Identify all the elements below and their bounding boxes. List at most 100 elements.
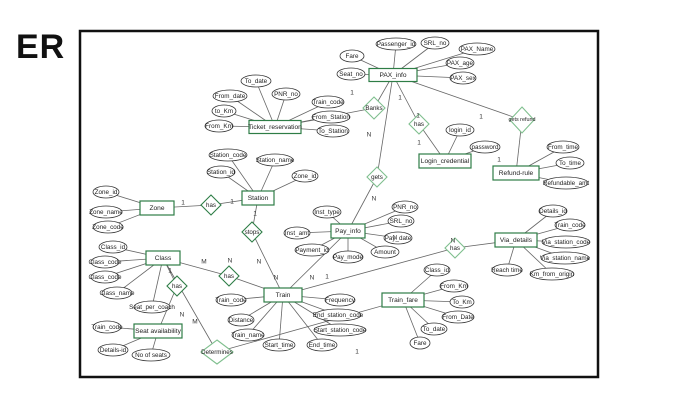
attribute: Class_code [89, 255, 122, 269]
attribute: Fare [409, 336, 431, 350]
attribute: Start_station_code [313, 323, 367, 337]
attribute-label: Pay_date [385, 235, 412, 242]
entity: Login_credential [418, 153, 472, 169]
relationship-diamond [166, 275, 188, 297]
cardinality-label: 1 [479, 114, 483, 121]
attribute: Class_id [423, 263, 451, 277]
attribute-ellipse [313, 323, 367, 337]
attribute-label: PAX_Name [461, 46, 494, 53]
attribute-label: Pay_mode [333, 254, 364, 261]
attribute: Fare [339, 49, 365, 63]
attribute-label: Refundable_amt [543, 180, 589, 187]
cardinality-label: N [451, 238, 456, 245]
attribute-label: Train_code [91, 324, 123, 331]
cardinality-label: N [180, 312, 185, 319]
attribute-ellipse [131, 348, 171, 362]
entity: PAX_info [368, 67, 418, 83]
entity-label: PAX_info [379, 72, 406, 79]
entity-label: Class [155, 255, 172, 262]
attribute-label: Class_code [89, 274, 122, 281]
attribute: SRL_no [387, 214, 415, 228]
attribute: password [469, 140, 501, 154]
attribute-ellipse [133, 300, 171, 314]
attribute-label: Fare [414, 340, 427, 347]
attribute-ellipse [445, 56, 475, 70]
attribute-ellipse [90, 255, 120, 269]
attribute-ellipse [204, 119, 234, 133]
attribute: Details-id [97, 343, 129, 357]
entity-box [381, 292, 425, 308]
attribute-ellipse [420, 36, 450, 50]
attribute-label: Station_name [256, 157, 295, 164]
relationship: Determines [200, 339, 234, 365]
attribute-label: To_date [423, 326, 446, 333]
attribute-ellipse [316, 124, 350, 138]
attribute-ellipse [92, 320, 122, 334]
attribute-label: Km_from_origin [530, 271, 575, 278]
relationship-label: has [414, 121, 424, 128]
attribute-label: No of seats [135, 352, 167, 359]
relationship: has [218, 265, 240, 287]
attribute: Inst_type [312, 205, 342, 219]
attribute-ellipse [240, 74, 272, 88]
attribute: Payment_id [294, 243, 330, 257]
cardinality-label: N [274, 275, 279, 282]
relationship: gets refund [509, 106, 535, 134]
attribute-label: PAX_age [447, 60, 474, 67]
attribute: Class_id [98, 240, 128, 254]
attribute-label: Details_id [539, 208, 567, 215]
entity-label: Refund-rule [499, 170, 534, 177]
entity: Pay_info [330, 223, 366, 239]
attribute: Distance [227, 313, 255, 327]
cardinality-label: N [228, 258, 233, 265]
cardinality-label: 1 [181, 200, 185, 207]
attribute-label: Fare [346, 53, 359, 60]
relationship-diamond [509, 106, 535, 134]
attribute-label: Train_code [215, 297, 247, 304]
attribute-ellipse [332, 250, 364, 264]
attribute-label: password [472, 144, 499, 151]
cardinality-label: N [257, 259, 262, 266]
attribute-ellipse [215, 293, 247, 307]
cardinality-label: N [393, 235, 398, 242]
attribute-ellipse [291, 169, 319, 183]
attribute-label: Class_name [100, 290, 135, 297]
attribute: Amount [370, 245, 400, 259]
cardinality-label: M [192, 319, 197, 326]
attribute-label: End_time [309, 342, 336, 349]
attribute-label: Zone_code [92, 224, 124, 231]
cardinality-label: M [201, 259, 206, 266]
attribute: Station_id [206, 165, 235, 179]
entity: Seat availability [133, 323, 183, 339]
attribute: From_Km [439, 279, 469, 293]
attribute-label: Payment_id [295, 247, 329, 254]
attribute-label: Zone_id [294, 173, 317, 180]
attribute-ellipse [97, 343, 129, 357]
attribute-label: Amount [374, 249, 396, 256]
attribute: Zone_id [291, 169, 319, 183]
attribute-label: Zone_name [89, 209, 123, 216]
entity-box [133, 323, 183, 339]
entity-box [494, 232, 538, 248]
attribute-ellipse [311, 110, 351, 124]
attribute: From_Station [311, 110, 351, 124]
entity-label: Train_fare [388, 297, 418, 304]
entity-box [145, 250, 181, 266]
attribute-ellipse [231, 328, 265, 342]
attribute-ellipse [283, 226, 311, 240]
attribute: To_time [555, 156, 585, 170]
relationship: stops [241, 221, 263, 243]
relationship: has [166, 275, 188, 297]
attribute-ellipse [441, 310, 475, 324]
attribute: From_Date [441, 310, 475, 324]
attribute: PAX_age [445, 56, 475, 70]
attribute: End_station_code [313, 308, 364, 322]
attribute: Refundable_amt [543, 176, 589, 190]
relationship: has [444, 237, 466, 259]
attribute-label: Via_station_name [540, 255, 591, 262]
attribute-ellipse [208, 148, 248, 162]
attribute-ellipse [554, 218, 586, 232]
cardinality-label: N [372, 196, 377, 203]
attribute-label: SRL_no [424, 40, 447, 47]
attribute: Start_time [262, 338, 296, 352]
